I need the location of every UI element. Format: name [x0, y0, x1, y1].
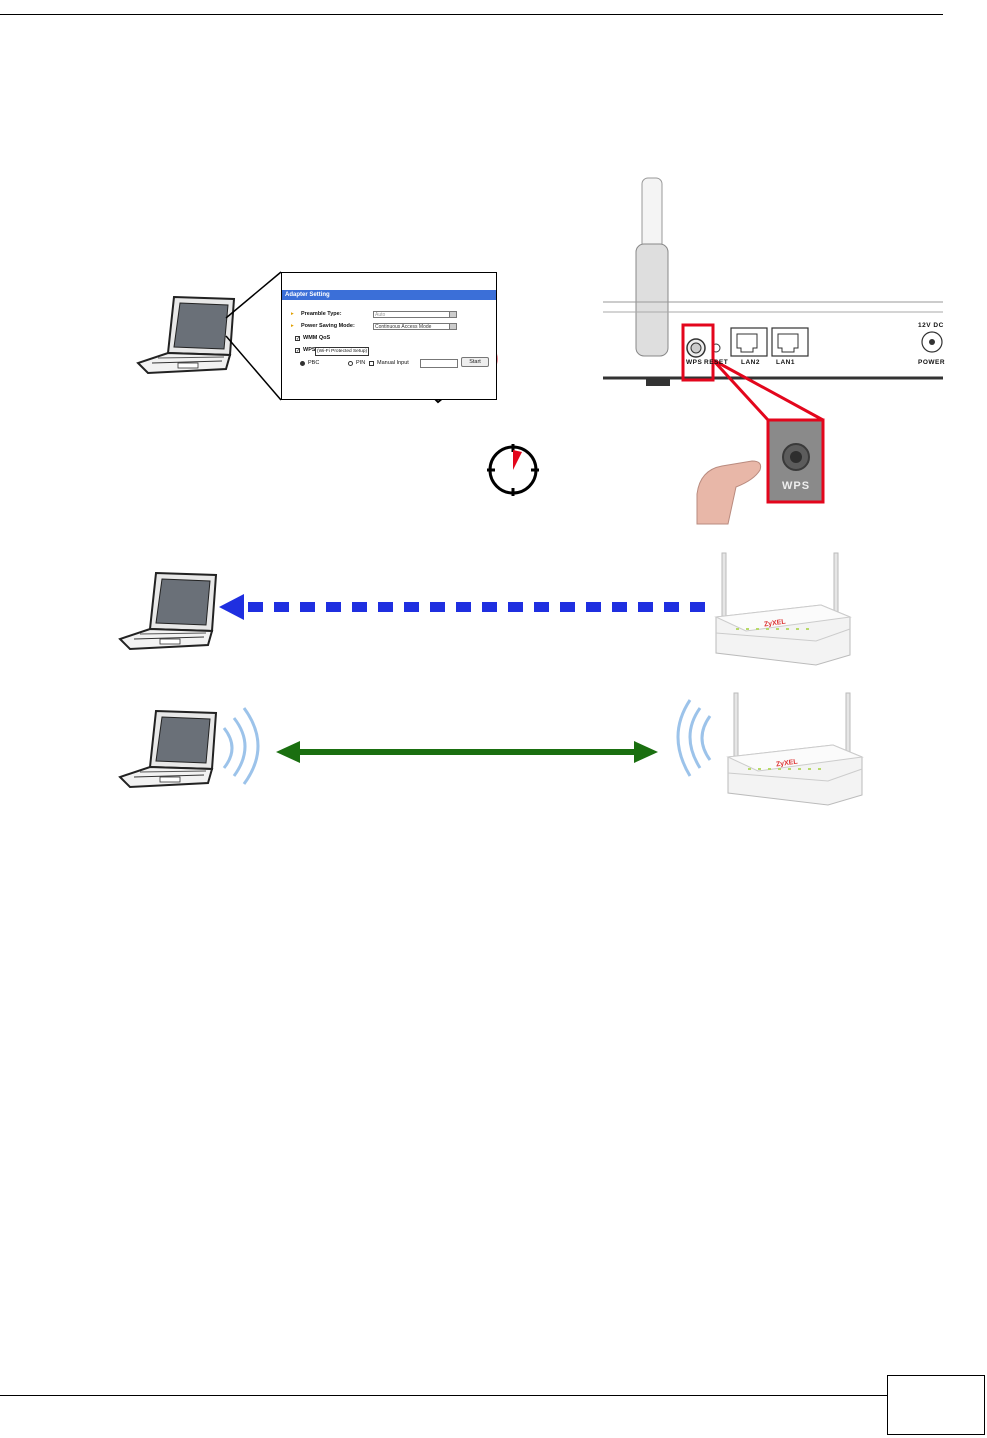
pin-radio[interactable]	[348, 361, 353, 366]
wps-label: WPS	[303, 347, 316, 354]
chevron-down-icon	[449, 324, 456, 330]
lan1-port-label: LAN1	[776, 359, 795, 366]
preamble-label: Preamble Type:	[301, 311, 342, 318]
dashed-arrow-head	[219, 594, 244, 620]
power-saving-label: Power Saving Mode:	[301, 323, 355, 330]
bullet-icon: ▸	[291, 311, 294, 318]
router-bottom	[728, 693, 862, 805]
adapter-setting-panel: Adapter Setting ▸ Preamble Type: Auto ▸ …	[281, 272, 497, 400]
signal-waves-left-icon	[224, 708, 258, 784]
pbc-label: PBC	[308, 360, 319, 367]
laptop-middle	[120, 573, 216, 649]
wps-port-label: WPS	[686, 359, 702, 366]
two-way-arrow	[276, 741, 658, 763]
manual-input-checkbox[interactable]	[369, 361, 374, 366]
laptop-top	[138, 297, 234, 373]
power-rating-label: 12V DC	[918, 322, 944, 329]
router-middle	[716, 553, 850, 665]
manual-input-label: Manual Input	[377, 360, 409, 367]
timer-icon	[487, 444, 539, 496]
power-port-label: POWER	[918, 359, 945, 366]
start-button[interactable]: Start	[461, 357, 489, 367]
wmm-label: WMM QoS	[303, 335, 330, 342]
pbc-radio[interactable]	[300, 361, 305, 366]
pin-label: PIN	[356, 360, 365, 367]
adapter-setting-title: Adapter Setting	[282, 290, 497, 300]
wps-full-label: (Wi-Fi Protected Setup)	[315, 347, 369, 356]
wmm-checkbox[interactable]: ✓	[295, 336, 300, 341]
wps-zoom-label: WPS	[772, 480, 820, 492]
laptop-bottom	[120, 711, 216, 787]
preamble-select[interactable]: Auto	[373, 311, 457, 318]
wps-checkbox[interactable]: ✓	[295, 348, 300, 353]
finger-illustration	[697, 461, 761, 524]
reset-port-label: RESET	[704, 359, 728, 366]
bullet-icon: ▸	[291, 323, 294, 330]
power-saving-select[interactable]: Continuous Access Mode	[373, 323, 457, 330]
chevron-down-icon	[449, 312, 456, 318]
lan2-port-label: LAN2	[741, 359, 760, 366]
signal-waves-right-icon	[678, 700, 710, 776]
manual-input-field[interactable]	[420, 359, 458, 368]
